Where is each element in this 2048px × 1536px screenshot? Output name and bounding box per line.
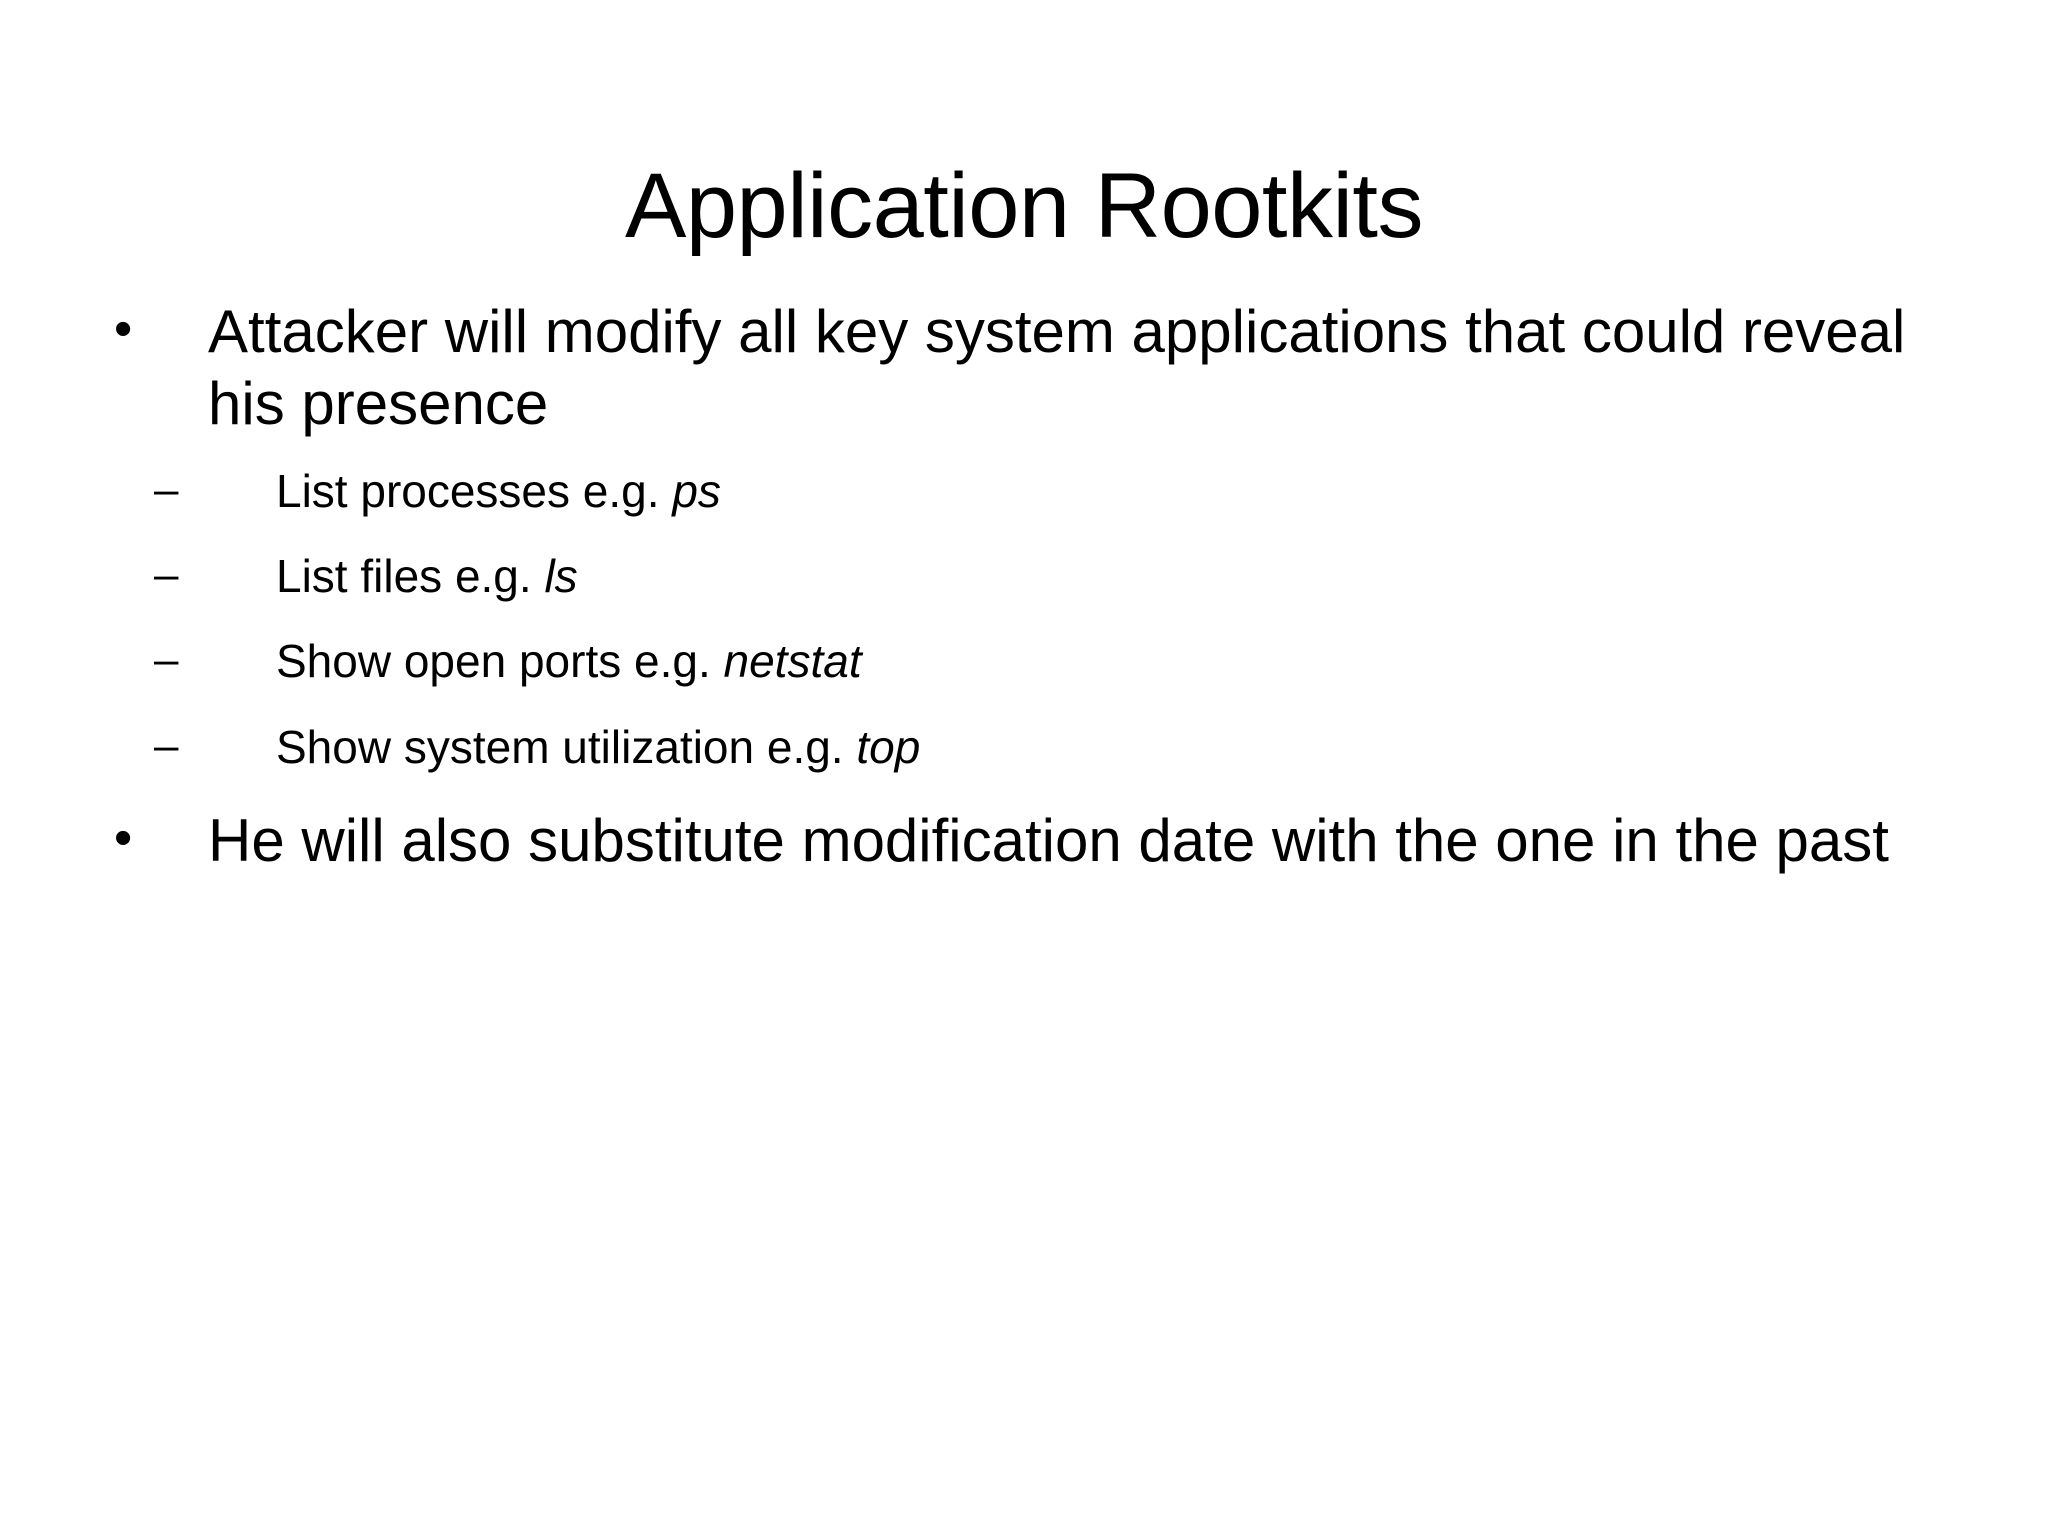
bullet-text: Attacker will modify all key system appl… [208,298,1906,437]
command-name: ps [672,465,721,517]
bullet-text: List processes e.g. ps [276,464,1952,519]
sub-bullet-lead: List files e.g. [276,550,545,603]
dash-marker-icon: – [154,550,179,600]
bullet-text: He will also substitute modification dat… [208,806,1889,874]
bullet-text: Show system utilization e.g. top [276,720,1952,775]
bullet-marker-icon: • [114,300,133,358]
bullet-item-level1: • Attacker will modify all key system ap… [96,296,1952,440]
slide-title: Application Rootkits [625,154,1423,257]
bullet-item-level2: – Show open ports e.g. netstat [96,634,1952,689]
bullet-item-level2: – Show system utilization e.g. top [96,720,1952,775]
sub-bullet-list: – List processes e.g. ps – List files e.… [96,464,1952,775]
dash-marker-icon: – [154,720,179,770]
bullet-item-level1: • He will also substitute modification d… [96,805,1952,877]
bullet-item-level2: – List files e.g. ls [96,549,1952,604]
bullet-item-level2: – List processes e.g. ps [96,464,1952,519]
sub-bullet-lead: Show open ports e.g. [276,635,724,688]
command-name: top [856,720,921,773]
dash-marker-icon: – [154,635,179,685]
command-name: netstat [723,635,862,688]
bullet-marker-icon: • [114,808,133,867]
bullet-text: List files e.g. ls [276,549,1952,604]
bullet-text: Show open ports e.g. netstat [276,634,1952,689]
slide-body: • Attacker will modify all key system ap… [96,296,1952,887]
command-name: ls [544,550,578,603]
sub-bullet-lead: List processes e.g. [276,465,673,517]
sub-bullet-lead: Show system utilization e.g. [276,720,857,773]
dash-marker-icon: – [154,465,179,514]
